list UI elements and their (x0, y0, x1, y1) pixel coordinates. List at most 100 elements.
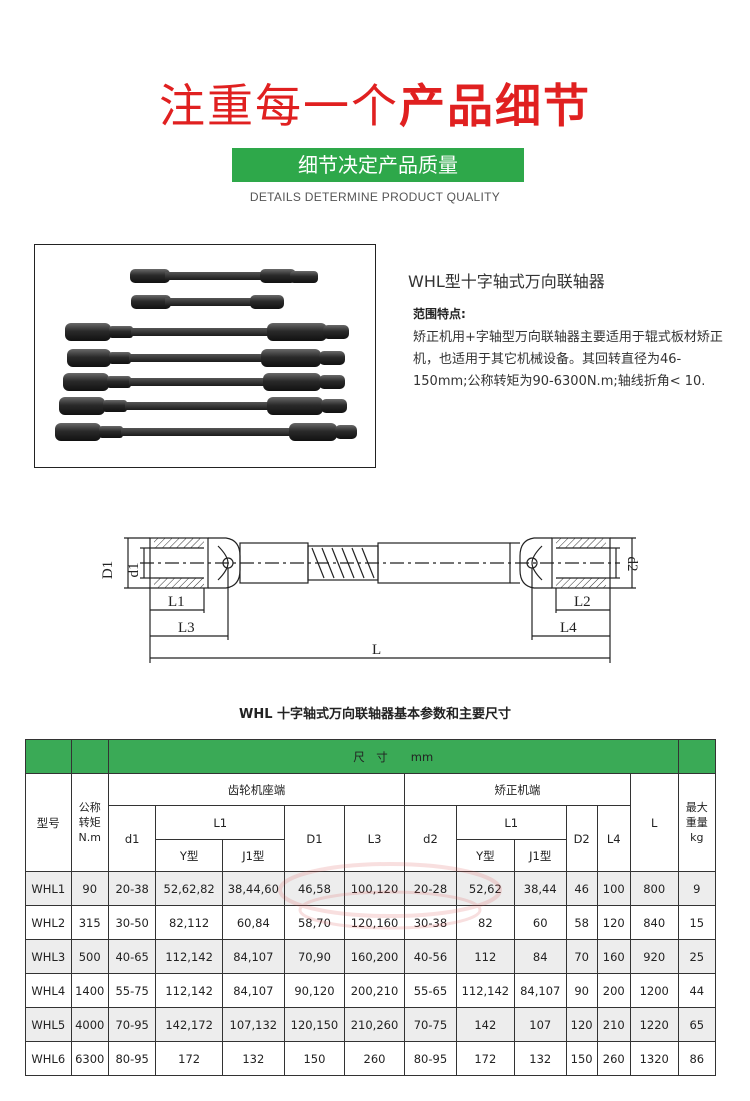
label-d2: d2 (624, 557, 640, 572)
table-cell: 58 (565, 905, 598, 940)
table-cell: 70-95 (107, 1007, 157, 1042)
table-cell: 1220 (629, 1007, 679, 1042)
table-cell: 120 (596, 905, 631, 940)
label-d1: d1 (126, 563, 142, 578)
table-cell: 112 (455, 939, 515, 974)
table-cell: 9 (677, 871, 717, 906)
table-cell: 4000 (70, 1007, 109, 1042)
table-cell: 107,132 (221, 1007, 285, 1042)
table-cell: 84,107 (513, 973, 567, 1008)
table-cell: 6300 (70, 1041, 109, 1076)
table-cell: 132 (513, 1041, 567, 1076)
scope-label: 范围特点: (413, 307, 466, 321)
header-size: 尺 寸 mm (107, 739, 679, 774)
table-cell: 46 (565, 871, 598, 906)
header-model: 型号 (25, 773, 72, 872)
table-cell: 840 (629, 905, 679, 940)
table-cell: 80-95 (107, 1041, 157, 1076)
table-cell: 150 (565, 1041, 598, 1076)
table-cell: 172 (155, 1041, 223, 1076)
row-model: WHL3 (25, 939, 72, 974)
table-cell: 30-50 (107, 905, 157, 940)
table-cell: 112,142 (155, 973, 223, 1008)
table-cell: 70-75 (404, 1007, 457, 1042)
row-model: WHL2 (25, 905, 72, 940)
table-cell: 44 (677, 973, 717, 1008)
headline-part-2: 产品细节 (399, 79, 591, 133)
header-L: L (629, 773, 679, 872)
table-cell: 90 (565, 973, 598, 1008)
table-cell: 210 (596, 1007, 631, 1042)
header-corner-3 (677, 739, 717, 774)
table-cell: 315 (70, 905, 109, 940)
product-description: 矫正机用+字轴型万向联轴器主要适用于辊式板材矫正机，也适用于其它机械设备。其回转… (413, 330, 723, 389)
table-cell: 107 (513, 1007, 567, 1042)
table-cell: 80-95 (404, 1041, 457, 1076)
table-cell: 120 (565, 1007, 598, 1042)
header-corner-2 (70, 739, 109, 774)
table-cell: 800 (629, 871, 679, 906)
table-cell: 920 (629, 939, 679, 974)
quality-banner: 细节决定产品质量 (232, 148, 524, 182)
table-cell: 260 (343, 1041, 406, 1076)
table-cell: 132 (221, 1041, 285, 1076)
table-cell: 100,120 (343, 871, 406, 906)
coupling-technical-drawing: D1 d1 L1 L3 L d2 D2 L2 L4 (100, 518, 658, 668)
table-cell: 172 (455, 1041, 515, 1076)
label-D1: D1 (100, 561, 116, 579)
table-cell: 40-65 (107, 939, 157, 974)
spec-table: 尺 寸 mm 型号 公称 转矩 N.m 齿轮机座端 矫正机端 L 最大 重量 k… (25, 739, 717, 1076)
header-d1: d1 (107, 805, 157, 872)
product-photo (34, 244, 376, 468)
header-torque: 公称 转矩 N.m (70, 773, 109, 872)
table-cell: 200 (596, 973, 631, 1008)
table-cell: 84,107 (221, 973, 285, 1008)
table-cell: 58,70 (283, 905, 345, 940)
header-L1: L1 (155, 805, 285, 840)
header-L1-straight: L1 (455, 805, 567, 840)
table-cell: 52,62 (455, 871, 515, 906)
headline-part-1: 注重每一个 (159, 79, 399, 133)
header-y-type-straight: Y型 (455, 839, 515, 872)
table-cell: 30-38 (404, 905, 457, 940)
table-cell: 1400 (70, 973, 109, 1008)
table-cell: 120,160 (343, 905, 406, 940)
header-j1-type-straight: J1型 (513, 839, 567, 872)
table-cell: 150 (283, 1041, 345, 1076)
table-cell: 160,200 (343, 939, 406, 974)
table-cell: 90,120 (283, 973, 345, 1008)
table-cell: 90 (70, 871, 109, 906)
table-cell: 65 (677, 1007, 717, 1042)
row-model: WHL1 (25, 871, 72, 906)
row-model: WHL6 (25, 1041, 72, 1076)
table-cell: 100 (596, 871, 631, 906)
header-D2: D2 (565, 805, 598, 872)
table-cell: 20-28 (404, 871, 457, 906)
table-cell: 20-38 (107, 871, 157, 906)
table-title: WHL 十字轴式万向联轴器基本参数和主要尺寸 (238, 707, 512, 722)
table-cell: 60 (513, 905, 567, 940)
label-L4: L4 (560, 620, 577, 636)
product-title: WHL型十字轴式万向联轴器 (408, 272, 605, 291)
table-cell: 260 (596, 1041, 631, 1076)
table-cell: 120,150 (283, 1007, 345, 1042)
table-cell: 1200 (629, 973, 679, 1008)
table-cell: 70 (565, 939, 598, 974)
table-cell: 38,44 (513, 871, 567, 906)
table-cell: 38,44,60 (221, 871, 285, 906)
table-cell: 55-65 (404, 973, 457, 1008)
table-cell: 210,260 (343, 1007, 406, 1042)
table-cell: 84 (513, 939, 567, 974)
header-d2: d2 (404, 805, 457, 872)
header-y-type: Y型 (155, 839, 223, 872)
table-cell: 142 (455, 1007, 515, 1042)
table-cell: 70,90 (283, 939, 345, 974)
header-L4: L4 (596, 805, 631, 872)
table-cell: 40-56 (404, 939, 457, 974)
